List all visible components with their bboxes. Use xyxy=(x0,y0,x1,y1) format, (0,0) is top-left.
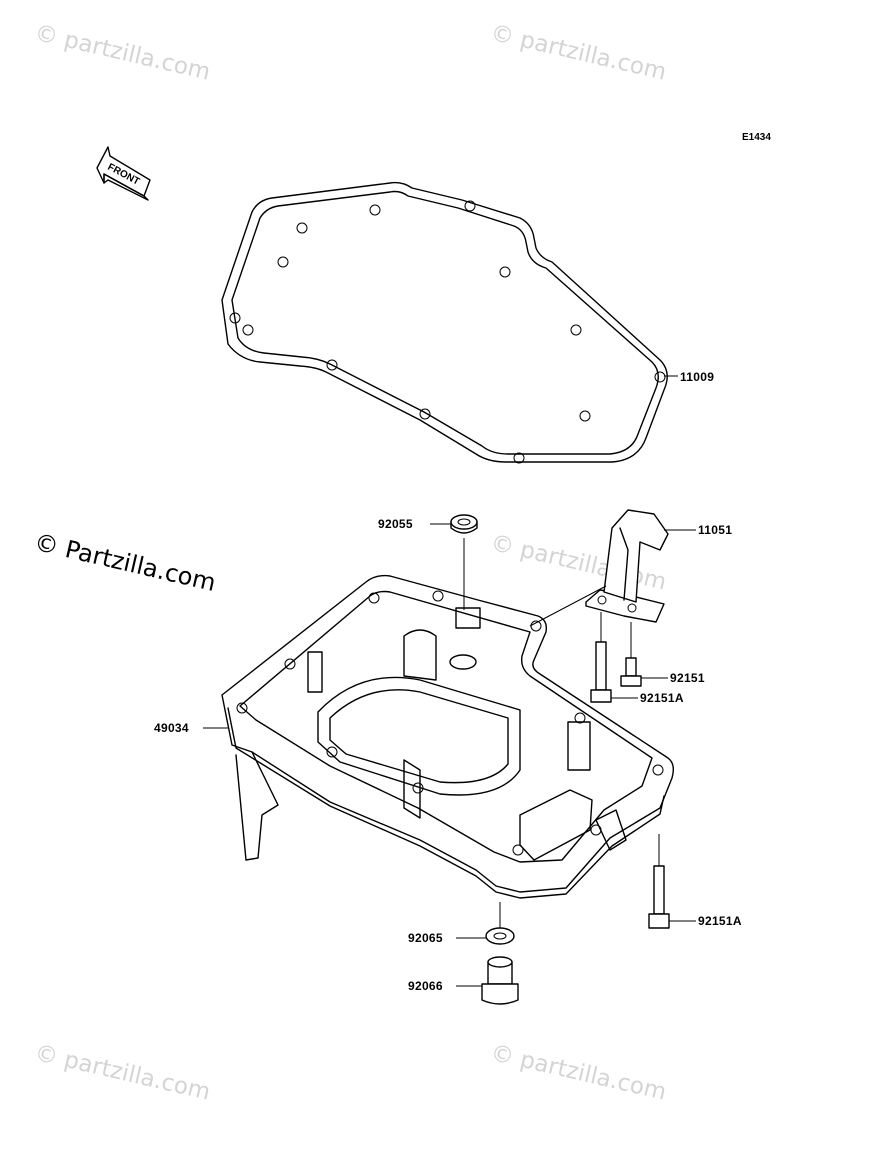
washer-92065 xyxy=(485,927,515,945)
part-label-92151A-lower[interactable]: 92151A xyxy=(698,914,742,928)
bolt-92151 xyxy=(620,657,642,687)
part-label-11051[interactable]: 11051 xyxy=(698,523,733,537)
leader-lines xyxy=(203,375,696,987)
part-label-92151[interactable]: 92151 xyxy=(670,671,705,685)
front-arrow-icon: FRONT xyxy=(96,146,151,201)
part-label-49034[interactable]: 49034 xyxy=(154,721,189,735)
part-label-92151A-upper[interactable]: 92151A xyxy=(640,691,684,705)
oil-pan xyxy=(221,574,675,899)
seal-92055 xyxy=(450,514,478,534)
part-label-11009[interactable]: 11009 xyxy=(680,370,715,384)
part-label-92055[interactable]: 92055 xyxy=(378,517,413,531)
bracket-11051 xyxy=(585,509,669,623)
bolt-92151A-lower xyxy=(648,865,670,929)
part-label-92065[interactable]: 92065 xyxy=(408,931,443,945)
part-label-92066[interactable]: 92066 xyxy=(408,979,443,993)
drain-plug-92066 xyxy=(481,956,519,1005)
diagram-code: E1434 xyxy=(742,132,771,143)
bolt-92151A-upper xyxy=(590,641,612,703)
oil-pan-gasket xyxy=(221,181,668,464)
